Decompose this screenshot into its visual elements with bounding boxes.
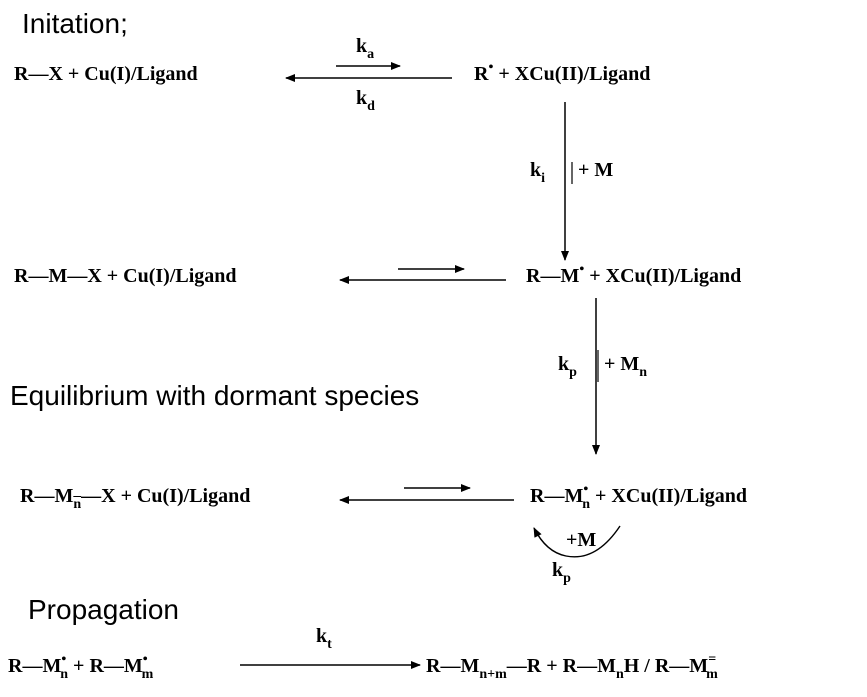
row2-radical-dot: • <box>579 262 585 277</box>
step-i-reagent: + M <box>578 159 614 181</box>
row3-right-species: R—M•n + XCu(II)/Ligand <box>530 483 748 512</box>
loop-rate-sub: p <box>563 571 571 586</box>
rate-ki-k: k <box>530 159 542 181</box>
row4-r1-sub: n <box>60 667 69 682</box>
row4-products-plus: + <box>541 655 563 677</box>
row4-p1-rm: R—M <box>426 655 480 677</box>
loop-rate-k: k <box>552 559 564 581</box>
loop-rate-label: kp <box>552 559 571 586</box>
rate-kp-sub: p <box>569 365 577 380</box>
row3-left-sub: n <box>73 497 82 512</box>
rate-ka-sub: a <box>367 47 375 62</box>
row4-p1-sub: n+m <box>479 667 507 682</box>
row4-p2-rest: H / R—M <box>623 655 709 677</box>
row4-r1-dot: • <box>61 652 67 667</box>
row4-plus: + <box>68 655 90 677</box>
step-p-reagent-sub: n <box>639 365 648 380</box>
rate-kp-k: k <box>558 353 570 375</box>
heading-equilibrium: Equilibrium with dormant species <box>10 380 420 411</box>
row3-right-rm: R—M <box>530 485 584 507</box>
step-p-reagent: + Mn <box>604 353 647 380</box>
row4-p2-sup: = <box>708 652 717 667</box>
row1-radical-dot: • <box>488 60 494 75</box>
rate-kt-sub: t <box>327 637 332 652</box>
rate-ki-sub: i <box>541 171 546 186</box>
row2-right-rest: + XCu(II)/Ligand <box>584 265 742 287</box>
loop-reagent: +M <box>566 529 597 551</box>
row2-radical: R—M <box>526 265 580 287</box>
heading-propagation: Propagation <box>28 594 180 625</box>
row3-left-rest: —X + Cu(I)/Ligand <box>81 485 251 507</box>
row1-right-rest: + XCu(II)/Ligand <box>493 63 651 85</box>
rate-kp-label: kp <box>558 353 577 380</box>
row3-left-rm: R—M <box>20 485 74 507</box>
row3-right-sub: n <box>582 497 591 512</box>
row3-right-dot: • <box>583 482 589 497</box>
row4-r2-sub: m <box>141 667 154 682</box>
rate-kd-label: kd <box>356 87 375 114</box>
row4-p2-rm: R—M <box>562 655 616 677</box>
heading-initiation: Initation; <box>22 8 128 39</box>
row4-reactants: R—M•n + R—M•m <box>8 653 153 682</box>
propagation-loop-arrow <box>533 525 621 558</box>
row2-left-species: R—M—X + Cu(I)/Ligand <box>14 265 237 287</box>
row4-p2-sub: n <box>615 667 624 682</box>
rate-kd-k: k <box>356 87 368 109</box>
rate-kt-label: kt <box>316 625 332 652</box>
row1-left-species: R—X + Cu(I)/Ligand <box>14 63 198 85</box>
row3-left-species: R—Mn—X + Cu(I)/Ligand <box>20 485 251 512</box>
row4-products: R—Mn+m—R + R—MnH / R—M=m <box>426 653 718 682</box>
rate-ki-label: ki <box>530 159 545 186</box>
rate-kt-k: k <box>316 625 328 647</box>
row4-r2-dot: • <box>142 652 148 667</box>
row3-right-rest: + XCu(II)/Ligand <box>590 485 748 507</box>
row4-r1-rm: R—M <box>8 655 62 677</box>
rate-kd-sub: d <box>367 99 375 114</box>
step-p-reagent-m: + M <box>604 353 640 375</box>
row2-right-species: R—M• + XCu(II)/Ligand <box>526 263 742 287</box>
row4-r2-rm: R—M <box>89 655 143 677</box>
row4-p1-rest: —R <box>506 655 542 677</box>
row1-right-species: R• + XCu(II)/Ligand <box>474 61 651 85</box>
row1-radical-r: R <box>474 63 489 85</box>
row4-p2-sub2: m <box>706 667 718 682</box>
rate-ka-k: k <box>356 35 368 57</box>
rate-ka-label: ka <box>356 35 374 62</box>
